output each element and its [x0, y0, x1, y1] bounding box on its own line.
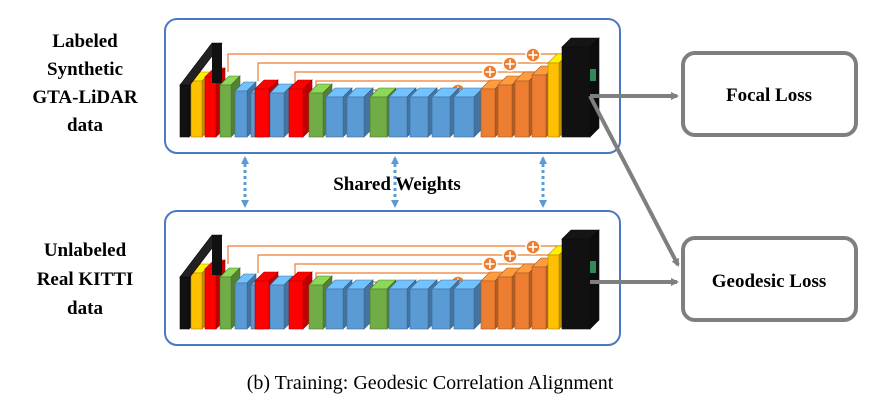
focal-loss-box: [681, 51, 858, 137]
network-top: [179, 37, 600, 138]
circle-plus-icon: [502, 248, 518, 264]
input-depth-image: [179, 42, 223, 86]
input-depth-image: [179, 234, 223, 278]
layer-block-blue: [346, 87, 374, 138]
input-label-bottom: Unlabeled Real KITTI data: [37, 240, 134, 319]
svg-text:Real KITTI: Real KITTI: [37, 269, 134, 290]
layer-block-blue: [346, 279, 374, 330]
svg-text:Synthetic: Synthetic: [47, 59, 123, 80]
layer-block-blue: [453, 279, 484, 330]
circle-plus-icon: [525, 239, 541, 255]
geodesic-loss-label: Geodesic Loss: [712, 271, 827, 292]
output-segmentation-map: [590, 261, 596, 273]
svg-text:data: data: [67, 298, 103, 319]
network-bottom: [179, 229, 600, 330]
figure-caption: (b) Training: Geodesic Correlation Align…: [247, 372, 614, 394]
circle-plus-icon: [525, 47, 541, 63]
layer-block-black: [561, 229, 600, 330]
circle-plus-icon: [502, 56, 518, 72]
svg-text:GTA-LiDAR: GTA-LiDAR: [32, 87, 137, 108]
input-label-top: Labeled Synthetic GTA-LiDAR data: [32, 31, 137, 136]
layer-block-black: [561, 37, 600, 138]
arrow-top-to-geodesic: [588, 95, 680, 267]
geodesic-loss-box: [681, 236, 858, 322]
svg-text:data: data: [67, 115, 103, 136]
circle-plus-icon: [482, 256, 498, 272]
svg-text:Unlabeled: Unlabeled: [44, 240, 127, 261]
layer-block-red: [288, 79, 313, 138]
layer-block-blue: [409, 279, 438, 330]
output-segmentation-map: [590, 69, 596, 81]
circle-plus-icon: [482, 64, 498, 80]
svg-text:Labeled: Labeled: [52, 31, 118, 52]
layer-block-blue: [453, 87, 484, 138]
layer-block-red: [288, 271, 313, 330]
focal-loss-label: Focal Loss: [726, 85, 812, 106]
shared-weights-label: Shared Weights: [333, 174, 461, 195]
